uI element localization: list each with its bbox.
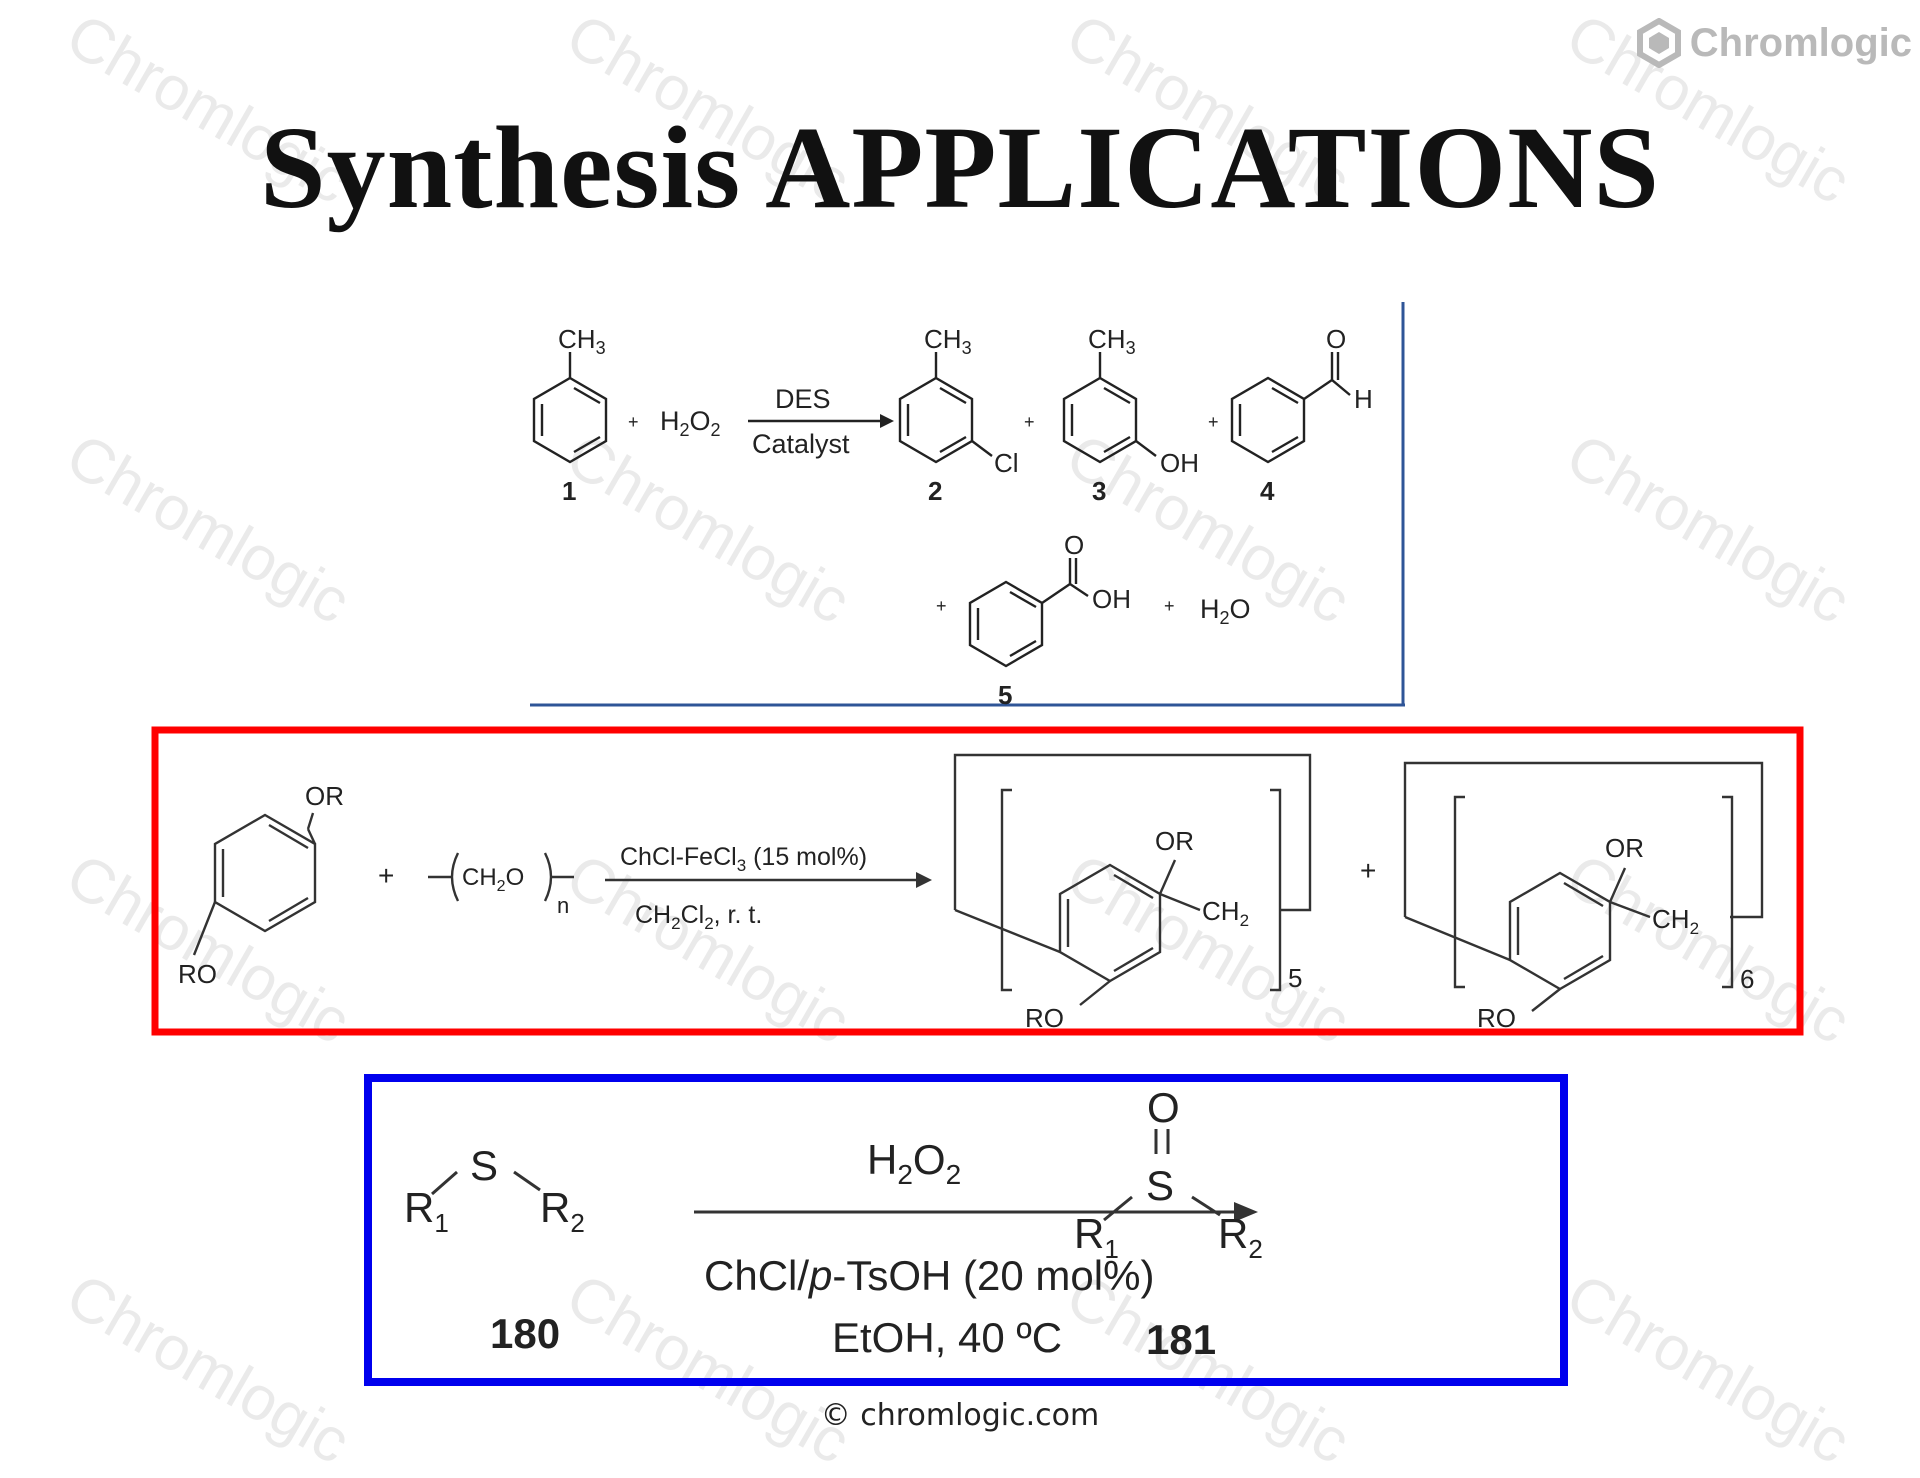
methylene-label: CH2 [1652, 904, 1699, 938]
sulfide-reactant [431, 1170, 541, 1196]
compound-label-3: 3 [1092, 476, 1106, 506]
watermark: Chromlogic [55, 1260, 362, 1478]
alkoxy-label: OR [305, 781, 344, 811]
plus-sign: + [1024, 412, 1035, 432]
sulfoxide-product [1103, 1129, 1221, 1222]
plus-sign: + [628, 412, 639, 432]
hydrogen-peroxide: H2O2 [660, 406, 721, 440]
compound-label-5: 5 [998, 680, 1012, 710]
paraformaldehyde [428, 852, 574, 902]
blue-highlight-box [364, 1074, 1568, 1386]
compound-label-181: 181 [1146, 1316, 1216, 1363]
compound-label-1: 1 [562, 476, 576, 506]
sulfur-label: S [470, 1142, 498, 1189]
r1-group: R1 [404, 1184, 449, 1238]
plus-sign: + [1360, 855, 1376, 886]
red-highlight-box [151, 726, 1804, 1036]
ch3-label: CH3 [558, 324, 606, 358]
n-subscript: n [557, 893, 569, 918]
plus-sign: + [378, 860, 394, 891]
hexagon-logo-icon [1636, 18, 1681, 68]
r2-group: R2 [540, 1184, 585, 1238]
catalyst-label: ChCl/p-TsOH (20 mol%) [704, 1252, 1154, 1299]
watermark: Chromlogic [1555, 1260, 1862, 1478]
scheme-sulfide-oxidation: R1 S R2 180 H2O2 ChCl/p-TsOH (20 mol%) E… [362, 1072, 1570, 1388]
reagent-solvent: CH2Cl2, r. t. [635, 901, 762, 933]
pillar-6-arene [1403, 761, 1764, 1012]
compound-4-benzaldehyde [1230, 352, 1351, 464]
dialkoxybenzene [192, 812, 317, 956]
alkoxy-label: RO [1025, 1003, 1064, 1033]
hydroxy-label: OH [1092, 584, 1131, 614]
reagent-catalyst: ChCl-FeCl3 (15 mol%) [620, 843, 867, 875]
alkoxy-label: RO [178, 959, 217, 989]
plus-sign: + [1164, 596, 1175, 616]
arrow-head [916, 872, 932, 888]
conditions-label: EtOH, 40 ºC [832, 1314, 1062, 1361]
r2-group: R2 [1218, 1210, 1263, 1264]
hydroxy-label: OH [1160, 448, 1199, 478]
water-label: H2O [1200, 594, 1251, 628]
reagent-des: DES [775, 384, 831, 414]
oxygen-label: O [1326, 324, 1346, 354]
footer-credit: © chromlogic.com [820, 1398, 1100, 1433]
plus-sign: + [1208, 412, 1219, 432]
methylene-label: CH2 [1202, 896, 1249, 930]
alkoxy-label: RO [1477, 1003, 1516, 1033]
alkoxy-label: OR [1605, 833, 1644, 863]
hydrogen-label: H [1354, 384, 1373, 414]
repeat-count-6: 6 [1740, 964, 1754, 994]
plus-sign: + [936, 596, 947, 616]
compound-3-cresol [1062, 352, 1157, 464]
oxygen-label: O [1147, 1084, 1180, 1131]
ch3-label: CH3 [1088, 324, 1136, 358]
ch2o-label: CH2O [462, 864, 524, 895]
alkoxy-label: OR [1155, 826, 1194, 856]
reagent-catalyst: Catalyst [752, 429, 850, 459]
oxidant-h2o2: H2O2 [867, 1136, 961, 1190]
compound-label-4: 4 [1260, 476, 1275, 506]
brand-name: Chromlogic [1689, 20, 1912, 65]
arrow-head [880, 414, 894, 428]
watermark: Chromlogic [55, 420, 362, 638]
compound-2-chlorotoluene [898, 352, 993, 464]
compound-label-180: 180 [490, 1310, 560, 1357]
compound-5-benzoic-acid [968, 558, 1089, 668]
arrow-head [1234, 1202, 1258, 1222]
r1-group: R1 [1074, 1210, 1119, 1264]
compound-label-2: 2 [928, 476, 942, 506]
repeat-count-5: 5 [1288, 963, 1302, 993]
brand-logo: Chromlogic [1636, 18, 1912, 68]
ch3-label: CH3 [924, 324, 972, 358]
oxygen-label: O [1064, 530, 1084, 560]
sulfur-label: S [1146, 1162, 1174, 1209]
pillar-5-arene [953, 753, 1312, 1006]
scheme-toluene-oxidation: CH3 1 + H2O2 DES Catalyst CH3 Cl 2 + CH3… [520, 300, 1410, 710]
page-title: Synthesis APPLICATIONS [259, 102, 1661, 233]
watermark: Chromlogic [1555, 420, 1862, 638]
compound-1-toluene [532, 352, 608, 464]
chloro-label: Cl [994, 448, 1019, 478]
scheme-pillararene-synthesis: OR RO + CH2O n ChCl-FeCl3 (15 mol%) CH2C… [150, 725, 1805, 1037]
